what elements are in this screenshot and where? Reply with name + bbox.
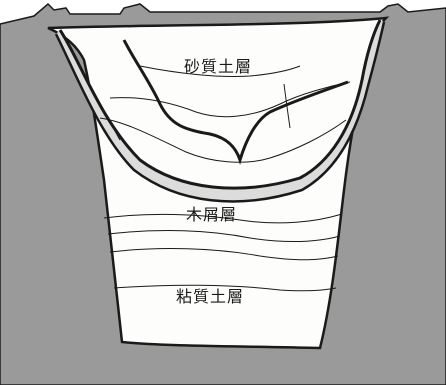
- stratum-line: [113, 284, 337, 292]
- sandy-layer-label: 砂質土層: [184, 57, 252, 76]
- stratum-line: [283, 83, 291, 129]
- stratum-line: [109, 248, 339, 261]
- stratum-line: [85, 77, 121, 141]
- stratum-line: [103, 213, 343, 224]
- wood-layer-upper-boundary: [58, 19, 382, 190]
- stratum-line: [99, 117, 347, 163]
- wood-layer-lower-boundary: [54, 21, 386, 203]
- stratum-line: [139, 65, 301, 78]
- stratum-line: [109, 81, 351, 118]
- sandy-layer-v-boundary: [122, 39, 349, 165]
- clay-layer-label: 粘質土層: [176, 287, 244, 306]
- wood-layer-label: 木屑層: [186, 205, 237, 224]
- stratum-line: [107, 230, 341, 243]
